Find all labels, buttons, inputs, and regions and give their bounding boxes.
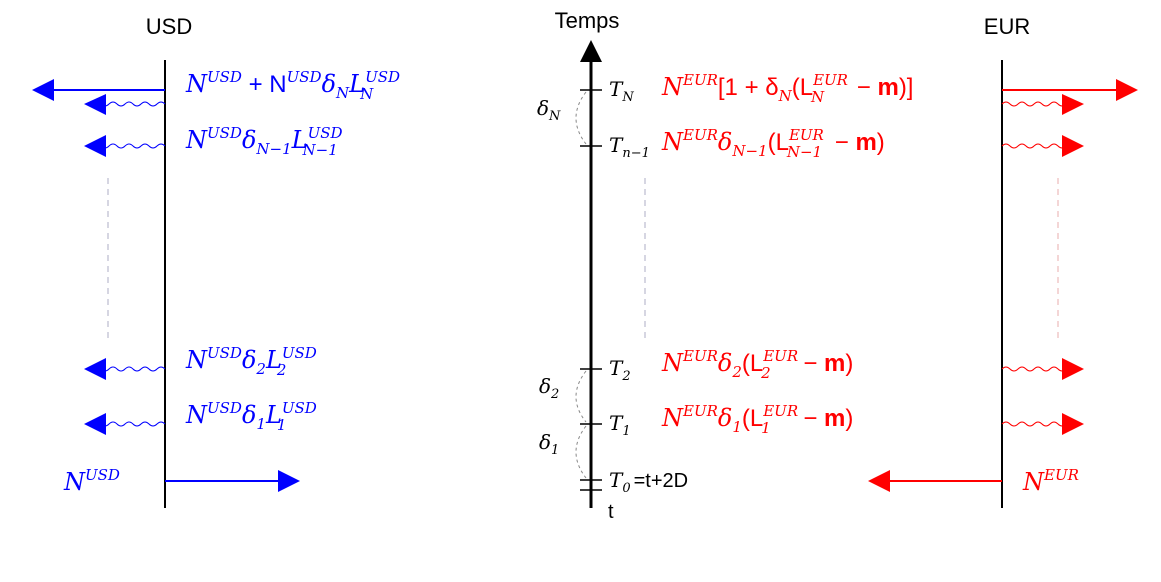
- tick-label-t0: T0=t+2D: [609, 468, 688, 496]
- eur-coupon-arrowhead-n: [1062, 94, 1084, 115]
- eur-wave-n: [1001, 101, 1067, 107]
- time-header: Temps: [555, 8, 620, 33]
- bracket-delta-2: [575, 370, 587, 423]
- time-ticks: [580, 89, 602, 491]
- eur-initial-principal-arrowhead: [868, 470, 890, 492]
- delta-label-2: δ2: [539, 374, 559, 402]
- eur-coupon-arrowhead-1: [1062, 413, 1084, 435]
- tick-label-tn-1: Tn−1: [609, 133, 650, 161]
- usd-wave-1: [100, 421, 166, 427]
- usd-header: USD: [146, 14, 192, 39]
- eur-wave-1: [1001, 421, 1067, 427]
- bracket-delta-1: [575, 425, 587, 479]
- tick-label-t2: T2: [609, 356, 631, 384]
- usd-coupon-arrowhead-n-1: [84, 135, 106, 157]
- delta-label-n: δN: [537, 96, 561, 124]
- usd-wave-2: [100, 366, 166, 372]
- eur-initial-flow: NEUR: [1022, 466, 1079, 496]
- usd-coupon-arrowheads: [84, 94, 106, 435]
- eur-header: EUR: [984, 14, 1030, 39]
- usd-coupon-waves: [100, 101, 166, 427]
- usd-initial-principal-arrowhead: [278, 470, 300, 492]
- ellipsis-lines: [107, 178, 1059, 342]
- delta-label-1: δ1: [539, 430, 559, 458]
- usd-initial-flow: NUSD: [63, 466, 120, 496]
- eur-wave-2: [1001, 366, 1067, 372]
- bracket-delta-n: [575, 91, 587, 145]
- usd-wave-n-1: [100, 143, 166, 149]
- eur-coupon-arrowhead-2: [1062, 358, 1084, 380]
- tick-label-t1: T1: [609, 411, 631, 439]
- eur-coupon-waves: [1001, 101, 1067, 427]
- eur-coupon-arrowhead-n-1: [1062, 135, 1084, 157]
- usd-coupon-arrowhead-1: [84, 413, 106, 435]
- time-axis-arrowhead: [580, 40, 602, 62]
- usd-final-principal-arrowhead: [32, 79, 54, 101]
- delta-brackets: [575, 91, 587, 479]
- eur-final-principal-arrowhead: [1116, 79, 1138, 101]
- tick-label-tn: TN: [609, 77, 634, 105]
- eur-wave-n-1: [1001, 143, 1067, 149]
- usd-coupon-arrowhead-2: [84, 358, 106, 380]
- eur-coupon-arrowheads: [1062, 94, 1084, 435]
- tick-label-t: t: [608, 501, 614, 523]
- usd-wave-n: [100, 101, 166, 107]
- usd-coupon-arrowhead-n: [84, 94, 106, 115]
